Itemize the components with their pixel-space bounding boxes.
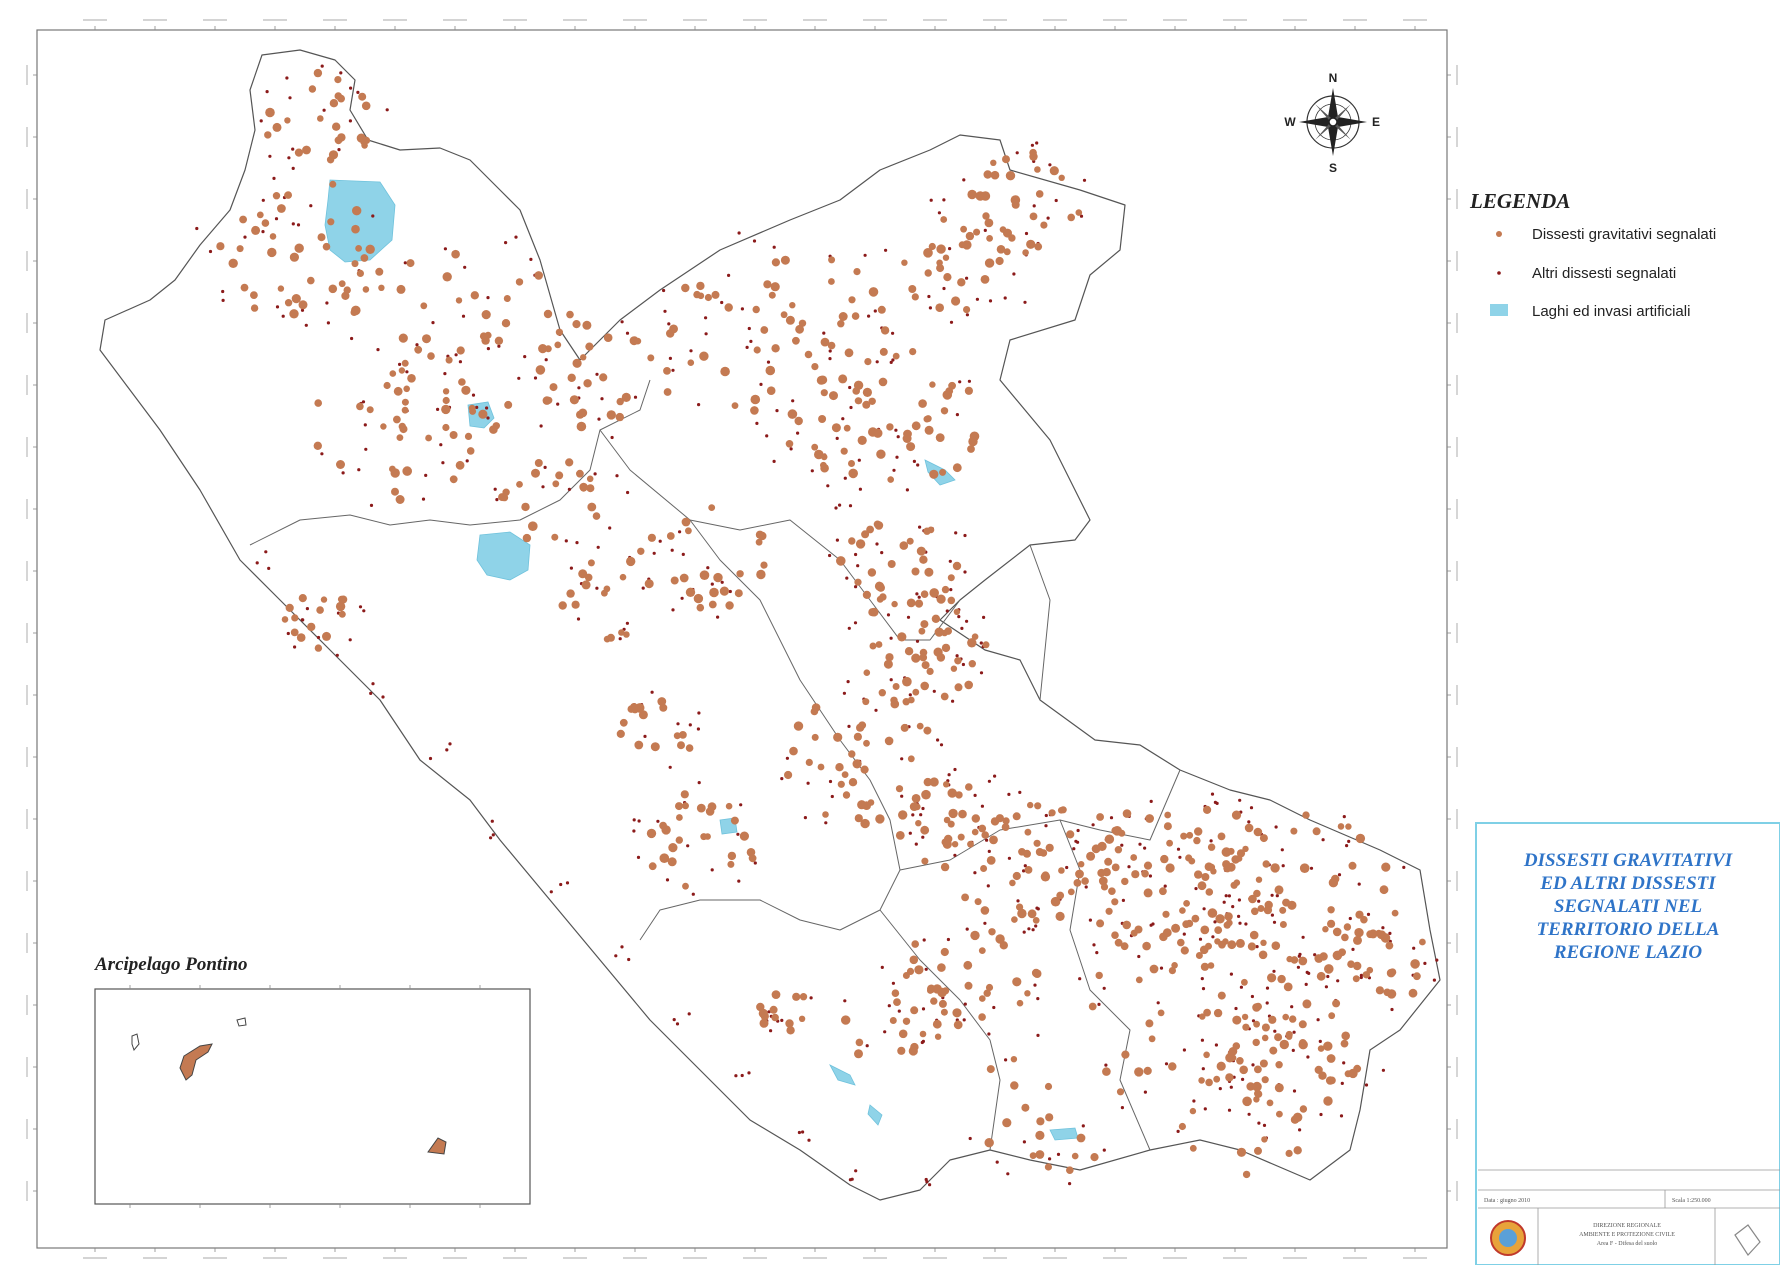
lake-fogliano <box>829 1064 856 1086</box>
map-title-line-5: REGIONE LAZIO <box>1553 942 1703 963</box>
inset-map: Arcipelago Pontino <box>94 954 531 1208</box>
legend: LEGENDA Dissesti gravitativi segnalati A… <box>1469 189 1716 320</box>
graticule-ticks-left <box>26 65 37 1201</box>
lake-bolsena <box>324 179 396 263</box>
island-ponza <box>179 1043 213 1081</box>
compass-west: W <box>1284 115 1296 129</box>
protezione-civile-logo <box>1734 1224 1761 1256</box>
lake-fondi <box>1049 1127 1079 1141</box>
map-title-line-4: TERRITORIO DELLA <box>1537 919 1720 940</box>
island-zannone <box>236 1017 247 1027</box>
compass-east: E <box>1372 115 1380 129</box>
graticule-ticks-bottom <box>83 1248 1427 1259</box>
map-frame <box>26 19 1458 1259</box>
legend-symbol-lake-swatch <box>1490 304 1508 316</box>
island-palmarola <box>131 1033 140 1052</box>
legend-label-altri-dissesti: Altri dissesti segnalati <box>1532 265 1676 282</box>
legend-symbol-large-dot <box>1496 231 1502 237</box>
legend-symbol-small-dot <box>1497 271 1501 275</box>
map-title-line-2: ED ALTRI DISSESTI <box>1539 873 1716 894</box>
inset-graticule-ticks <box>129 985 481 1208</box>
legend-label-laghi: Laghi ed invasi artificiali <box>1532 303 1690 320</box>
layer-dissesti-gravitativi <box>216 68 1426 1179</box>
date-label: Data : giugno 2010 <box>1484 1198 1530 1204</box>
region-lazio-logo <box>1490 1220 1526 1256</box>
compass-north: N <box>1329 71 1338 85</box>
inset-title: Arcipelago Pontino <box>94 954 248 975</box>
legend-title: LEGENDA <box>1469 189 1570 213</box>
scale-label: Scala 1:250.000 <box>1672 1198 1711 1204</box>
org-line-3: Area F - Difesa del suolo <box>1597 1240 1657 1247</box>
lake-bracciano <box>476 531 531 581</box>
legend-label-dissesti-gravitativi: Dissesti gravitativi segnalati <box>1532 226 1716 243</box>
layer-altri-dissesti <box>195 64 1439 1187</box>
graticule-ticks-top <box>83 19 1427 30</box>
compass-south: S <box>1329 161 1337 175</box>
graticule-ticks-right <box>1447 65 1458 1201</box>
org-line-2: AMBIENTE E PROTEZIONE CIVILE <box>1579 1232 1675 1238</box>
compass-rose: N S E W <box>1284 71 1380 175</box>
org-line-1: DIREZIONE REGIONALE <box>1593 1223 1661 1229</box>
title-block: DISSESTI GRAVITATIVI ED ALTRI DISSESTI S… <box>1475 822 1780 1265</box>
lake-sabaudia <box>867 1104 883 1126</box>
map-title-line-1: DISSESTI GRAVITATIVI <box>1523 850 1733 871</box>
map-title-line-3: SEGNALATI NEL <box>1554 896 1702 917</box>
island-ventotene <box>427 1137 447 1155</box>
